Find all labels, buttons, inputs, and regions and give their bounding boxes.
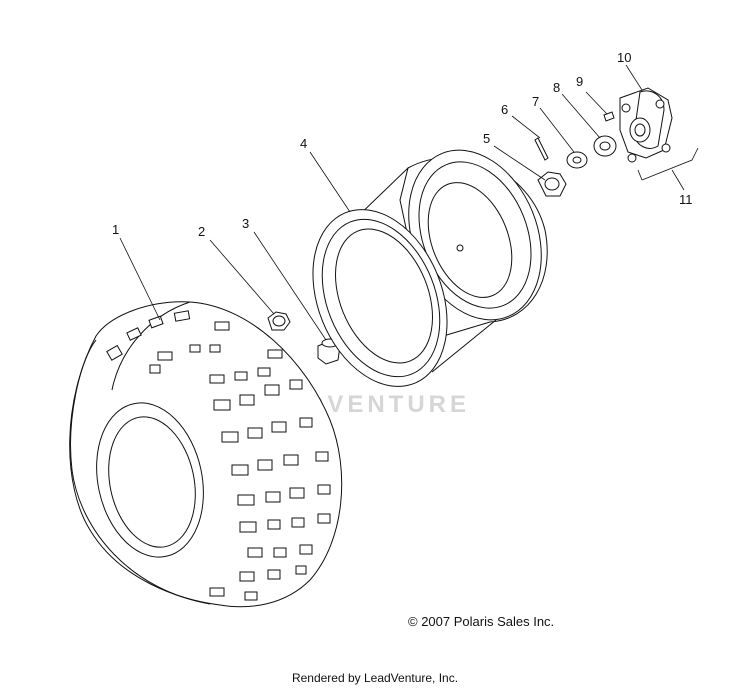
callout-6: 6 bbox=[501, 102, 508, 117]
lug-nut bbox=[267, 311, 291, 331]
callout-8: 8 bbox=[553, 80, 560, 95]
cotter-pin bbox=[534, 137, 549, 161]
valve-stem bbox=[317, 338, 341, 365]
callout-10: 10 bbox=[617, 50, 631, 65]
spacer-washer bbox=[593, 135, 617, 157]
castle-nut bbox=[537, 171, 567, 197]
rendered-by-footer: Rendered by LeadVenture, Inc. bbox=[291, 671, 459, 685]
callout-9: 9 bbox=[576, 74, 583, 89]
copyright-notice: © 2007 Polaris Sales Inc. bbox=[408, 614, 555, 629]
callouts: 1 2 3 4 5 6 7 8 9 10 11 bbox=[112, 50, 693, 239]
wheel-rim bbox=[312, 149, 548, 387]
wheel-stud bbox=[603, 111, 615, 122]
washer bbox=[566, 151, 588, 169]
callout-7: 7 bbox=[532, 94, 539, 109]
callout-1: 1 bbox=[112, 222, 119, 237]
callout-4: 4 bbox=[300, 136, 307, 151]
wheel-hub bbox=[619, 87, 673, 163]
callout-3: 3 bbox=[242, 216, 249, 231]
callout-5: 5 bbox=[483, 131, 490, 146]
leader-lines bbox=[119, 64, 699, 341]
callout-11: 11 bbox=[679, 192, 693, 207]
callout-2: 2 bbox=[198, 224, 205, 239]
tire bbox=[69, 301, 343, 608]
